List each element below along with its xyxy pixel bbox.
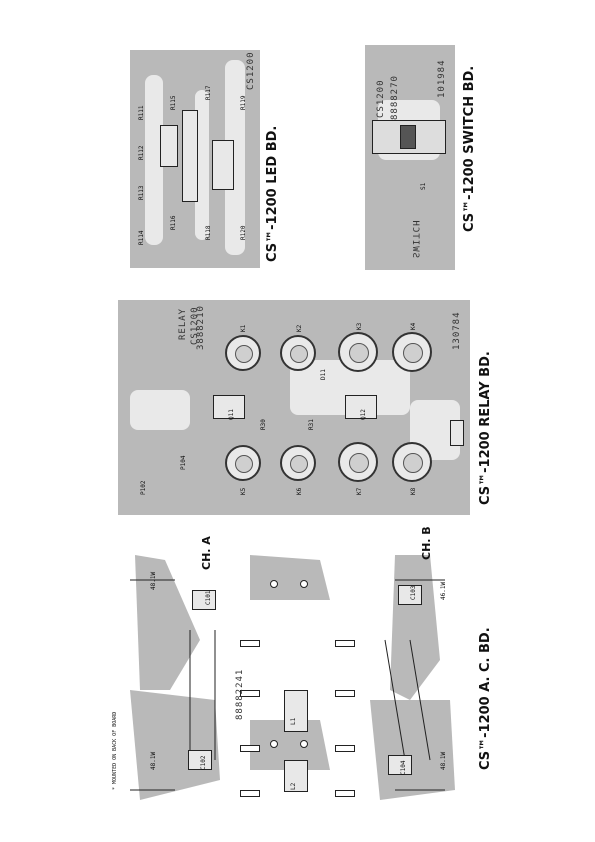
ac-resistor [240, 790, 260, 797]
led-board-trace [195, 90, 209, 240]
relay-connector [450, 420, 464, 446]
ac-component-c104 [388, 755, 412, 775]
switch-lever [400, 125, 416, 149]
led-board-trace [145, 75, 163, 245]
relay-k5 [225, 445, 261, 481]
relay-k3 [338, 332, 378, 372]
ac-pad [270, 580, 278, 588]
ac-footnote: * MOUNTED ON BACK OF BOARD [112, 711, 118, 790]
ac-label: C104 [400, 760, 407, 775]
ac-board-number: 88882241 [235, 668, 245, 720]
relay-transistor-q12 [345, 395, 377, 419]
relay-k8 [392, 442, 432, 482]
ac-label: 48.1W [150, 751, 157, 770]
ac-label: C102 [200, 755, 207, 770]
ac-resistor [335, 790, 355, 797]
relay-board-trace [130, 390, 190, 430]
ac-label: 46.1W [440, 581, 447, 600]
ac-component-c103 [398, 585, 422, 605]
ac-pad [300, 580, 308, 588]
ac-label: C103 [410, 585, 417, 600]
ac-resistor [240, 690, 260, 697]
ac-resistor [335, 640, 355, 647]
relay-k6 [280, 445, 316, 481]
ac-pad [270, 740, 278, 748]
ac-component-c102 [188, 750, 212, 770]
ac-resistor [240, 640, 260, 647]
ac-pad [300, 740, 308, 748]
ac-channel-a: CH. A [200, 536, 213, 570]
ac-label: L1 [290, 717, 297, 725]
ac-component-c101 [192, 590, 216, 610]
ac-board-title: CS™-1200 A. C. BD. [478, 627, 493, 770]
relay-k2 [280, 335, 316, 371]
relay-k4 [392, 332, 432, 372]
ac-label: 48.1W [150, 571, 157, 590]
led-board-ic [182, 110, 198, 202]
ac-label: C101 [205, 590, 212, 605]
led-board-trace [225, 60, 245, 255]
ac-component-inductor [284, 690, 308, 732]
ac-component-inductor [284, 760, 308, 792]
relay-k1 [225, 335, 261, 371]
ac-resistor [240, 745, 260, 752]
led-board-ic [160, 125, 178, 167]
led-board-ic [212, 140, 234, 190]
ac-resistor [335, 690, 355, 697]
ac-label: L2 [290, 782, 297, 790]
ac-resistor [335, 745, 355, 752]
ac-channel-b: CH. B [420, 526, 433, 560]
relay-transistor-q11 [213, 395, 245, 419]
ac-label: 48.1W [440, 751, 447, 770]
relay-k7 [338, 442, 378, 482]
